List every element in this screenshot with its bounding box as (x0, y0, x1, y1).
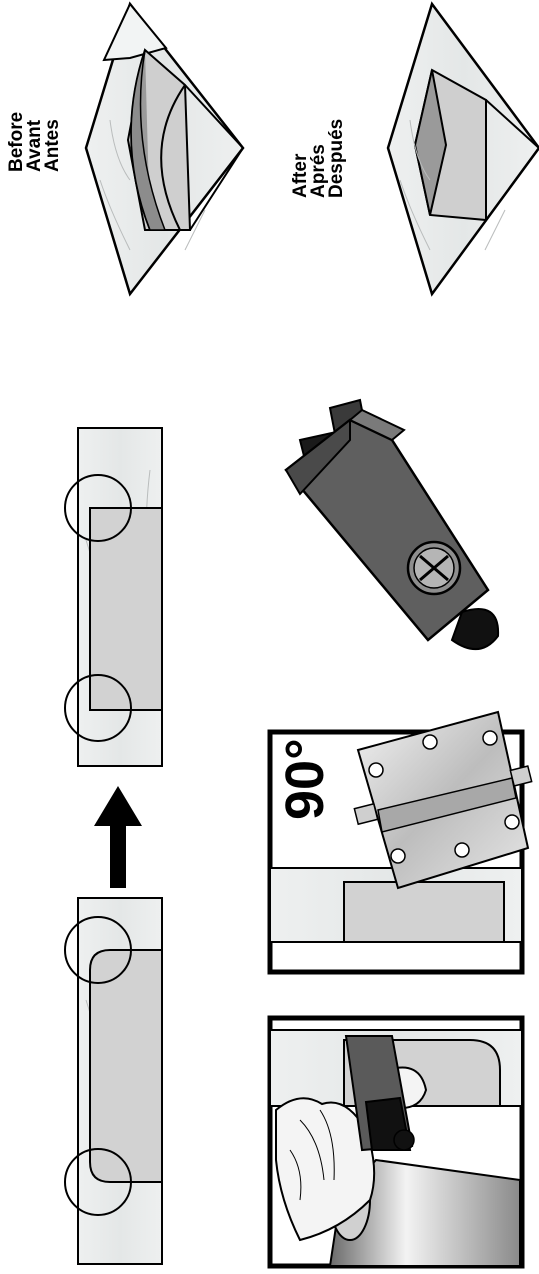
board-rounded-mortise (64, 897, 163, 1265)
before-label: Before Avant Antes (6, 112, 63, 172)
hinge-icon (353, 710, 533, 890)
after-label: After Aprés Después (290, 118, 347, 198)
after-mortise-illustration (386, 1, 539, 297)
angle-label: 90° (275, 738, 335, 820)
board-square-mortise (64, 427, 163, 767)
after-label-es: Después (326, 118, 347, 198)
arrow-up-icon (94, 786, 142, 888)
chisel-in-use-icon (344, 1035, 415, 1152)
chisel-icon (284, 398, 500, 650)
before-mortise-illustration (84, 1, 245, 297)
before-label-es: Antes (42, 119, 63, 172)
